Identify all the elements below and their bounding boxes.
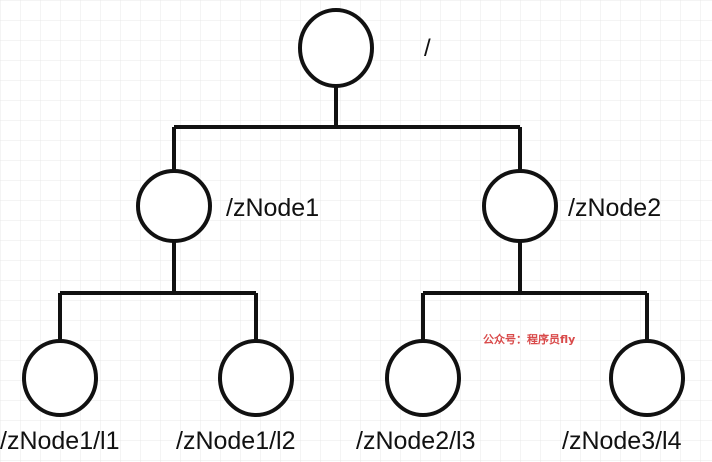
znode2-l3-node: [385, 339, 461, 417]
znode2-label: /zNode2: [568, 194, 661, 222]
nodes: [22, 8, 685, 417]
znode1-l1-node: [22, 339, 98, 417]
root-node: [298, 8, 374, 88]
znode3-l4-node: [609, 339, 685, 417]
znode1-l1-label: /zNode1/l1: [0, 427, 120, 455]
root-label: /: [424, 35, 431, 62]
znode1-l2-node: [218, 339, 294, 417]
znode1-label: /zNode1: [226, 194, 319, 222]
znode3-l4-label: /zNode3/l4: [562, 427, 682, 455]
znode1-node: [136, 169, 212, 243]
znode2-node: [482, 169, 558, 243]
znode1-l2-label: /zNode1/l2: [176, 427, 296, 455]
watermark-text: 公众号：程序员fly: [483, 332, 575, 346]
znode2-l3-label: /zNode2/l3: [356, 427, 476, 455]
connectors: [58, 86, 649, 342]
